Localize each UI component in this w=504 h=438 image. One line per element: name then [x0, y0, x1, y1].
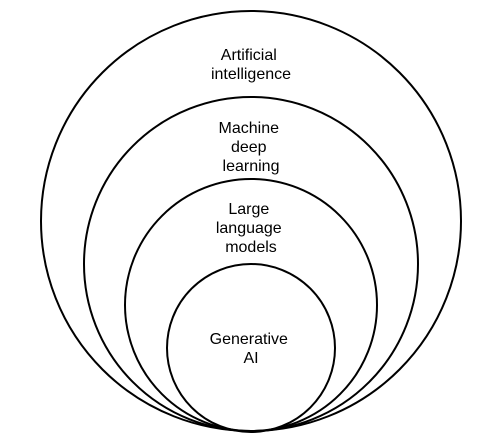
label-line: deep — [231, 139, 267, 156]
ring-large-language-models: Large language models — [124, 178, 378, 432]
label-line: Large — [228, 201, 269, 218]
label-line: Machine — [219, 120, 280, 137]
ring-outline-generative-ai — [166, 263, 336, 433]
label-line: models — [225, 239, 277, 256]
ring-label-machine-deep-learning: Machine deep learning — [219, 120, 284, 175]
label-line: Artificial — [221, 47, 277, 64]
ring-label-artificial-intelligence: Artificial intelligence — [211, 47, 291, 83]
label-line: AI — [243, 350, 258, 367]
label-line: intelligence — [211, 66, 291, 83]
ring-label-generative-ai: Generative AI — [210, 331, 293, 367]
label-line: Generative — [210, 331, 288, 348]
label-line: learning — [223, 158, 280, 175]
ring-generative-ai: Generative AI — [166, 263, 336, 433]
ring-label-large-language-models: Large language models — [216, 201, 286, 256]
label-line: language — [216, 220, 282, 237]
